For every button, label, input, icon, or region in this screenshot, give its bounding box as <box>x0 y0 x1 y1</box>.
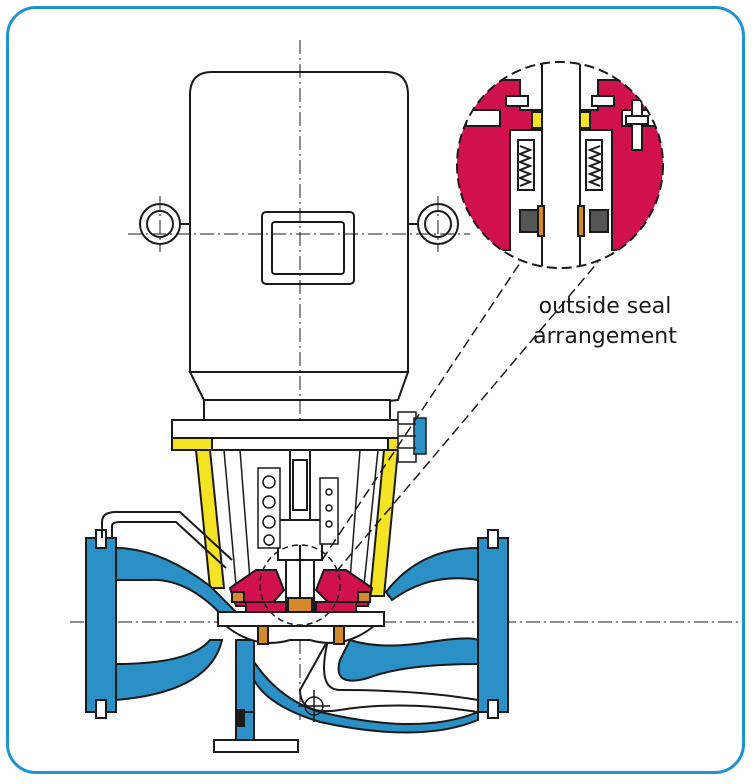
flange-bolt <box>397 411 427 463</box>
callout-line-1: outside seal <box>538 294 672 319</box>
seal-housing <box>228 569 374 613</box>
coupling <box>277 449 323 611</box>
flush-pipe <box>101 511 233 569</box>
callout-line-2: arrangement <box>533 324 677 349</box>
seal-callout-label: outside seal arrangement <box>505 292 705 352</box>
seal-detail-magnifier <box>456 61 664 269</box>
coupling-bolts <box>257 467 339 549</box>
lantern-bracket <box>194 449 400 597</box>
seal-highlight-circle <box>259 544 341 626</box>
detail-leader-lines <box>321 247 599 573</box>
drain-marker <box>298 690 330 722</box>
impeller <box>217 611 385 645</box>
motor <box>139 71 459 423</box>
motor-flange <box>171 419 417 451</box>
